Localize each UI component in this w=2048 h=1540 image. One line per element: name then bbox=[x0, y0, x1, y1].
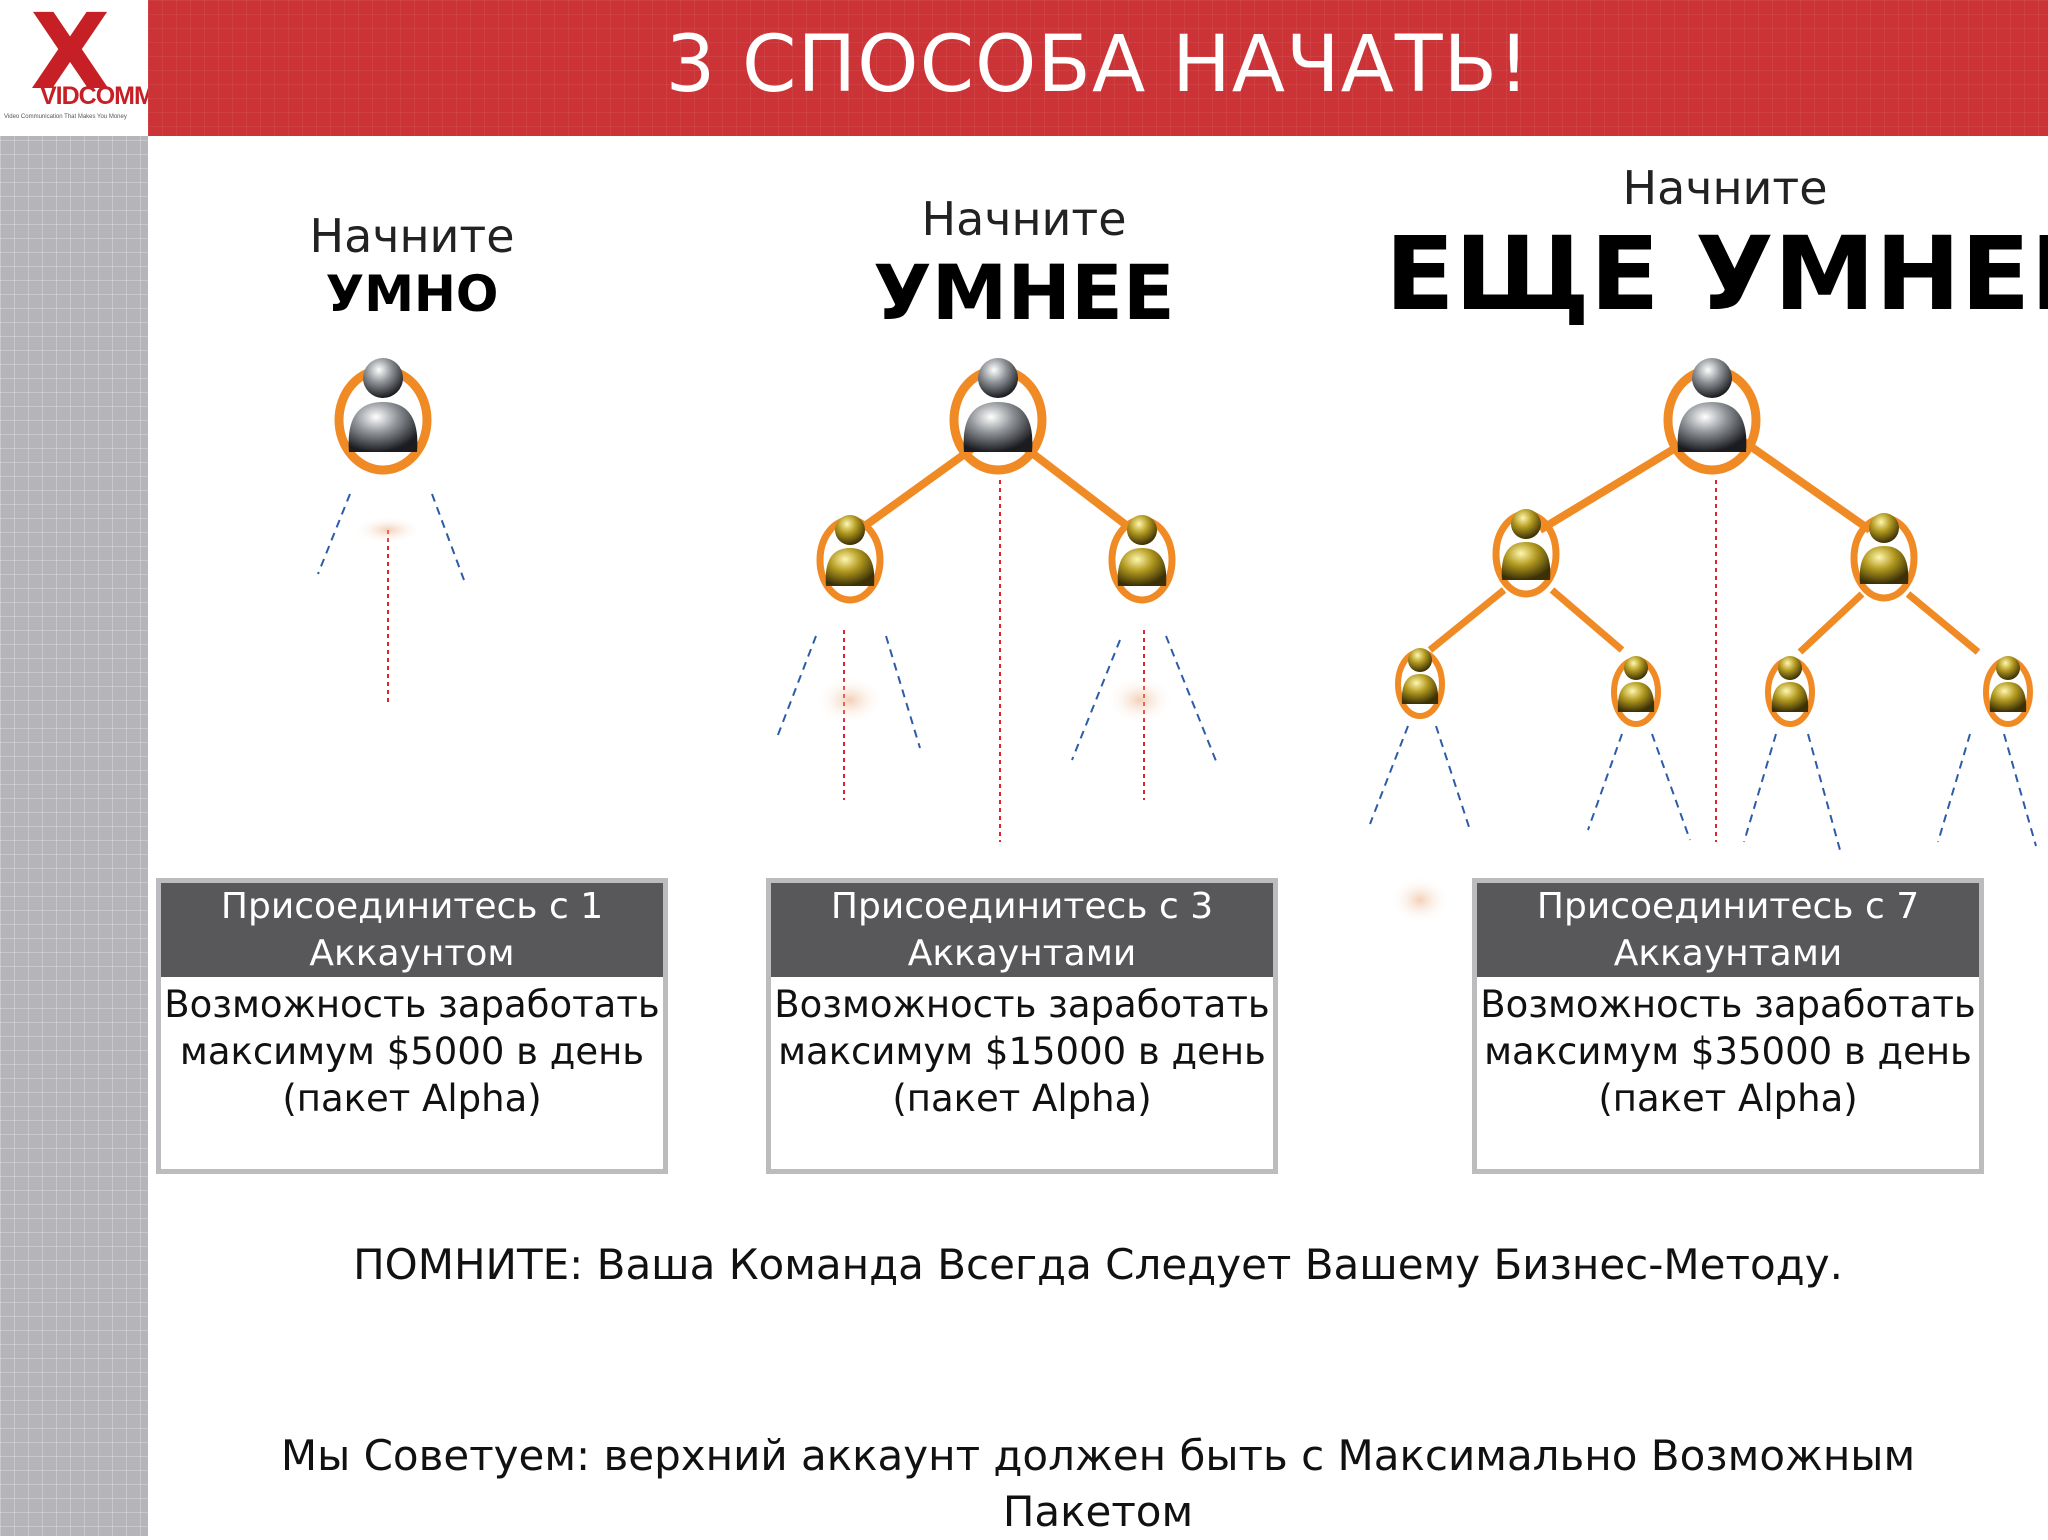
logo-name: VIDCOMM bbox=[40, 82, 155, 110]
tree-1 bbox=[317, 358, 465, 705]
column-1-heading: Начните УМНО bbox=[212, 208, 612, 324]
dashed-connector bbox=[1071, 639, 1121, 761]
package-box-3-text: Возможность заработать максимум $35000 в… bbox=[1480, 983, 1976, 1120]
package-box-3: Присоединитесь с 7 Аккаунтами Возможност… bbox=[1472, 878, 1984, 1174]
column-1-level-label: УМНО bbox=[325, 265, 499, 323]
dashed-connector bbox=[431, 493, 465, 581]
silver-person-icon bbox=[339, 358, 427, 470]
package-box-2-header: Присоединитесь с 3 Аккаунтами bbox=[771, 883, 1273, 977]
dashed-connector bbox=[2003, 733, 2037, 847]
silver-person-icon bbox=[1668, 358, 1756, 470]
advice-text: Мы Советуем: верхний аккаунт должен быть… bbox=[280, 1431, 1916, 1536]
dashed-connector bbox=[1587, 733, 1623, 831]
gold-person-icon bbox=[1986, 656, 2030, 724]
gold-person-icon bbox=[820, 515, 880, 600]
dashed-connector bbox=[1937, 733, 1971, 843]
logo-tagline: Video Communication That Makes You Money bbox=[4, 114, 127, 120]
gold-person-icon bbox=[1768, 656, 1812, 724]
faded-reflection bbox=[1106, 676, 1174, 724]
package-box-3-header: Присоединитесь с 7 Аккаунтами bbox=[1477, 883, 1979, 977]
tree-connector bbox=[1797, 591, 1865, 655]
column-3-level-label: ЕЩЕ УМНЕЕ bbox=[1385, 215, 2048, 334]
dashed-connector bbox=[885, 635, 921, 749]
reminder-text: ПОМНИТЕ: Ваша Команда Всегда Следует Ваш… bbox=[353, 1240, 1843, 1289]
package-box-1-header: Присоединитесь с 1 Аккаунтом bbox=[161, 883, 663, 977]
column-2-heading: Начните УМНЕЕ bbox=[824, 191, 1224, 339]
package-box-2-text: Возможность заработать максимум $15000 в… bbox=[774, 983, 1270, 1120]
column-1-start-label: Начните bbox=[309, 209, 515, 263]
tree-connector bbox=[1905, 591, 1981, 655]
logo-x-mark: X bbox=[30, 0, 111, 113]
tree-connector bbox=[1427, 587, 1507, 653]
gold-person-icon bbox=[1112, 515, 1172, 600]
faded-reflection bbox=[354, 516, 422, 544]
faded-reflection bbox=[816, 676, 884, 724]
left-sidebar-strip bbox=[0, 0, 148, 1536]
dashed-connector bbox=[1651, 733, 1691, 841]
column-3-heading: Начните ЕЩЕ УМНЕЕ bbox=[1385, 160, 2048, 334]
gold-person-icon bbox=[1496, 509, 1556, 594]
dashed-connector bbox=[1743, 733, 1777, 843]
gold-person-icon bbox=[1398, 648, 1442, 716]
tree-3 bbox=[1369, 358, 2037, 924]
package-box-1-text: Возможность заработать максимум $5000 в … bbox=[164, 983, 660, 1120]
dashed-connector bbox=[1807, 733, 1841, 851]
silver-person-icon bbox=[954, 358, 1042, 470]
page-title: 3 СПОСОБА НАЧАТЬ! bbox=[665, 20, 1531, 110]
tree-2 bbox=[775, 358, 1219, 842]
faded-reflection bbox=[1390, 876, 1450, 924]
column-2-level-label: УМНЕЕ bbox=[873, 248, 1175, 337]
dashed-connector bbox=[775, 635, 817, 741]
dashed-connector bbox=[1369, 725, 1409, 825]
column-3-start-label: Начните bbox=[1622, 161, 1828, 215]
vidcomm-logo: X VIDCOMM Video Communication That Makes… bbox=[0, 0, 155, 136]
package-box-1: Присоединитесь с 1 Аккаунтом Возможность… bbox=[156, 878, 668, 1174]
dashed-connector bbox=[1165, 635, 1219, 767]
title-banner: 3 СПОСОБА НАЧАТЬ! bbox=[148, 0, 2048, 136]
dashed-connector bbox=[317, 493, 351, 575]
tree-connector bbox=[1549, 587, 1625, 653]
dashed-connector bbox=[1435, 725, 1471, 831]
gold-person-icon bbox=[1854, 513, 1914, 598]
column-2-start-label: Начните bbox=[921, 192, 1127, 246]
package-box-2: Присоединитесь с 3 Аккаунтами Возможност… bbox=[766, 878, 1278, 1174]
gold-person-icon bbox=[1614, 656, 1658, 724]
